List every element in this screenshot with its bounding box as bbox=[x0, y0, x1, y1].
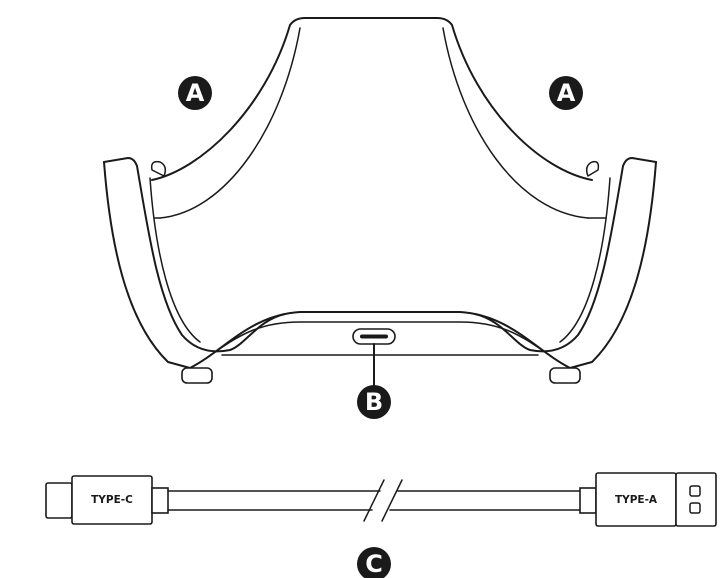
left-prong-outer bbox=[103, 161, 191, 369]
callout-b: B bbox=[357, 385, 391, 419]
left-prong bbox=[103, 157, 286, 353]
callout-a-right: A bbox=[549, 76, 583, 110]
callout-c: C bbox=[357, 547, 391, 578]
callout-a-left: A bbox=[178, 76, 212, 110]
dock-back-cradle-inner bbox=[159, 27, 589, 219]
callout-badge-circle bbox=[549, 76, 583, 110]
type-a-plug bbox=[675, 472, 717, 527]
usb-cable: TYPE-C TYPE-A bbox=[45, 472, 717, 527]
callout-c-label: C bbox=[365, 550, 383, 578]
type-c-label: TYPE-C bbox=[91, 494, 133, 506]
type-a-plug-hole-bottom bbox=[689, 502, 701, 514]
dock-back-cradle bbox=[151, 17, 593, 181]
right-foot bbox=[549, 367, 581, 384]
right-contact-pin bbox=[585, 160, 600, 177]
cable-wire-right bbox=[389, 490, 581, 511]
type-a-strain-relief bbox=[579, 487, 597, 514]
type-c-strain-relief bbox=[151, 487, 169, 514]
type-a-label: TYPE-A bbox=[615, 494, 658, 506]
right-prong-outer bbox=[569, 161, 657, 369]
callout-badge-circle bbox=[178, 76, 212, 110]
callout-badge-circle bbox=[357, 547, 391, 578]
cable-wire-left bbox=[167, 490, 381, 511]
dock-front-base-inner bbox=[214, 321, 546, 353]
type-c-tip bbox=[45, 482, 73, 519]
callout-badge-circle bbox=[357, 385, 391, 419]
charging-dock bbox=[103, 17, 657, 386]
callout-b-label: B bbox=[365, 388, 383, 416]
right-prong-inner bbox=[559, 177, 611, 343]
callout-a-left-label: A bbox=[186, 79, 205, 107]
right-prong bbox=[474, 157, 657, 353]
usb-c-port-slot bbox=[360, 334, 388, 339]
cable-break-mark bbox=[363, 479, 403, 522]
callout-a-right-label: A bbox=[557, 79, 576, 107]
left-foot bbox=[181, 367, 213, 384]
type-a-plug-hole-top bbox=[689, 485, 701, 497]
left-contact-pin bbox=[150, 160, 167, 177]
left-prong-inner bbox=[149, 177, 201, 343]
